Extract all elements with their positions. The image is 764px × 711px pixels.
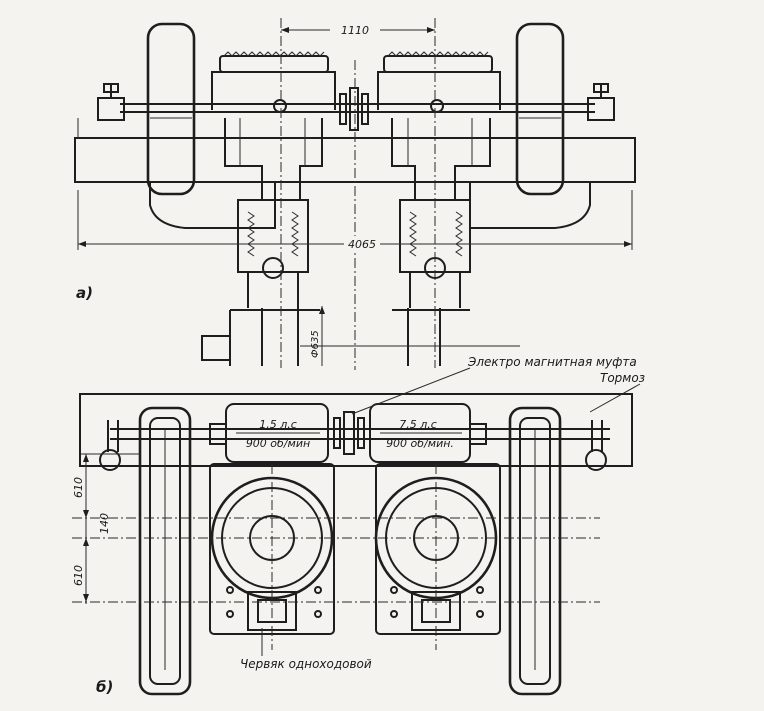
clutch-b bbox=[333, 411, 365, 455]
motor-right-power: 7,5 л.с bbox=[399, 418, 437, 431]
leader-clutch bbox=[351, 367, 471, 415]
view-a-elevation: 1110 4065 Ф635 а) bbox=[74, 18, 636, 370]
dim-1110-text: 1110 bbox=[341, 24, 369, 37]
frame-plan-b bbox=[79, 393, 633, 467]
end-bolt-left-b bbox=[99, 420, 121, 471]
lower-housing-a bbox=[229, 309, 470, 366]
dim-diameter-text: Ф635 bbox=[310, 330, 321, 358]
gearbox-right-a bbox=[377, 51, 501, 201]
label-worm: Червяк одноходовой bbox=[240, 657, 372, 671]
dimension-4065: 4065 bbox=[77, 190, 633, 251]
gearbox-left-a bbox=[211, 51, 336, 201]
end-bolt-right-a bbox=[587, 83, 615, 121]
label-clutch: Электро магнитная муфта bbox=[467, 355, 637, 369]
dimension-1110: 1110 bbox=[281, 22, 435, 37]
motor-left-speed: 900 об/мин bbox=[246, 437, 310, 450]
wheel-right-b bbox=[508, 406, 562, 696]
wheel-right-a bbox=[515, 22, 565, 196]
dimension-diameter: Ф635 bbox=[310, 306, 325, 366]
frame-body-lower-a bbox=[149, 182, 591, 229]
frame-beam-a bbox=[74, 137, 636, 183]
motor-stub-a bbox=[201, 335, 231, 361]
end-bolt-right-b bbox=[585, 420, 607, 471]
view-b-label: б) bbox=[96, 678, 113, 696]
leader-brake bbox=[589, 383, 641, 413]
lower-leg-right-a bbox=[407, 308, 441, 366]
motor-left-power: 1,5 л.с bbox=[259, 418, 297, 431]
end-bolt-left-a bbox=[77, 83, 125, 138]
dim-left-mid: 140 bbox=[98, 513, 111, 534]
lower-leg-left-a bbox=[261, 308, 299, 366]
dim-left-top: 610 bbox=[72, 477, 85, 498]
motor-right-b: 7,5 л.с 900 об/мин. bbox=[369, 403, 487, 463]
dim-4065-text: 4065 bbox=[348, 238, 376, 251]
motor-left-b: 1,5 л.с 900 об/мин bbox=[209, 403, 329, 463]
view-b-plan: 1,5 л.с 900 об/мин 7,5 л.с 900 об/мин. bbox=[72, 355, 645, 696]
wheel-left-b bbox=[138, 406, 192, 696]
dimension-chain-left: 610 140 610 bbox=[72, 453, 140, 604]
worm-gear-right-b bbox=[374, 463, 501, 635]
wheel-left-a bbox=[146, 22, 196, 196]
label-brake: Тормоз bbox=[600, 371, 645, 385]
motor-right-speed: 900 об/мин. bbox=[386, 437, 454, 450]
dim-left-bottom: 610 bbox=[72, 565, 85, 586]
coupling-a bbox=[339, 87, 369, 131]
view-a-label: а) bbox=[76, 284, 93, 302]
spring-suspension-left-a bbox=[237, 199, 309, 308]
